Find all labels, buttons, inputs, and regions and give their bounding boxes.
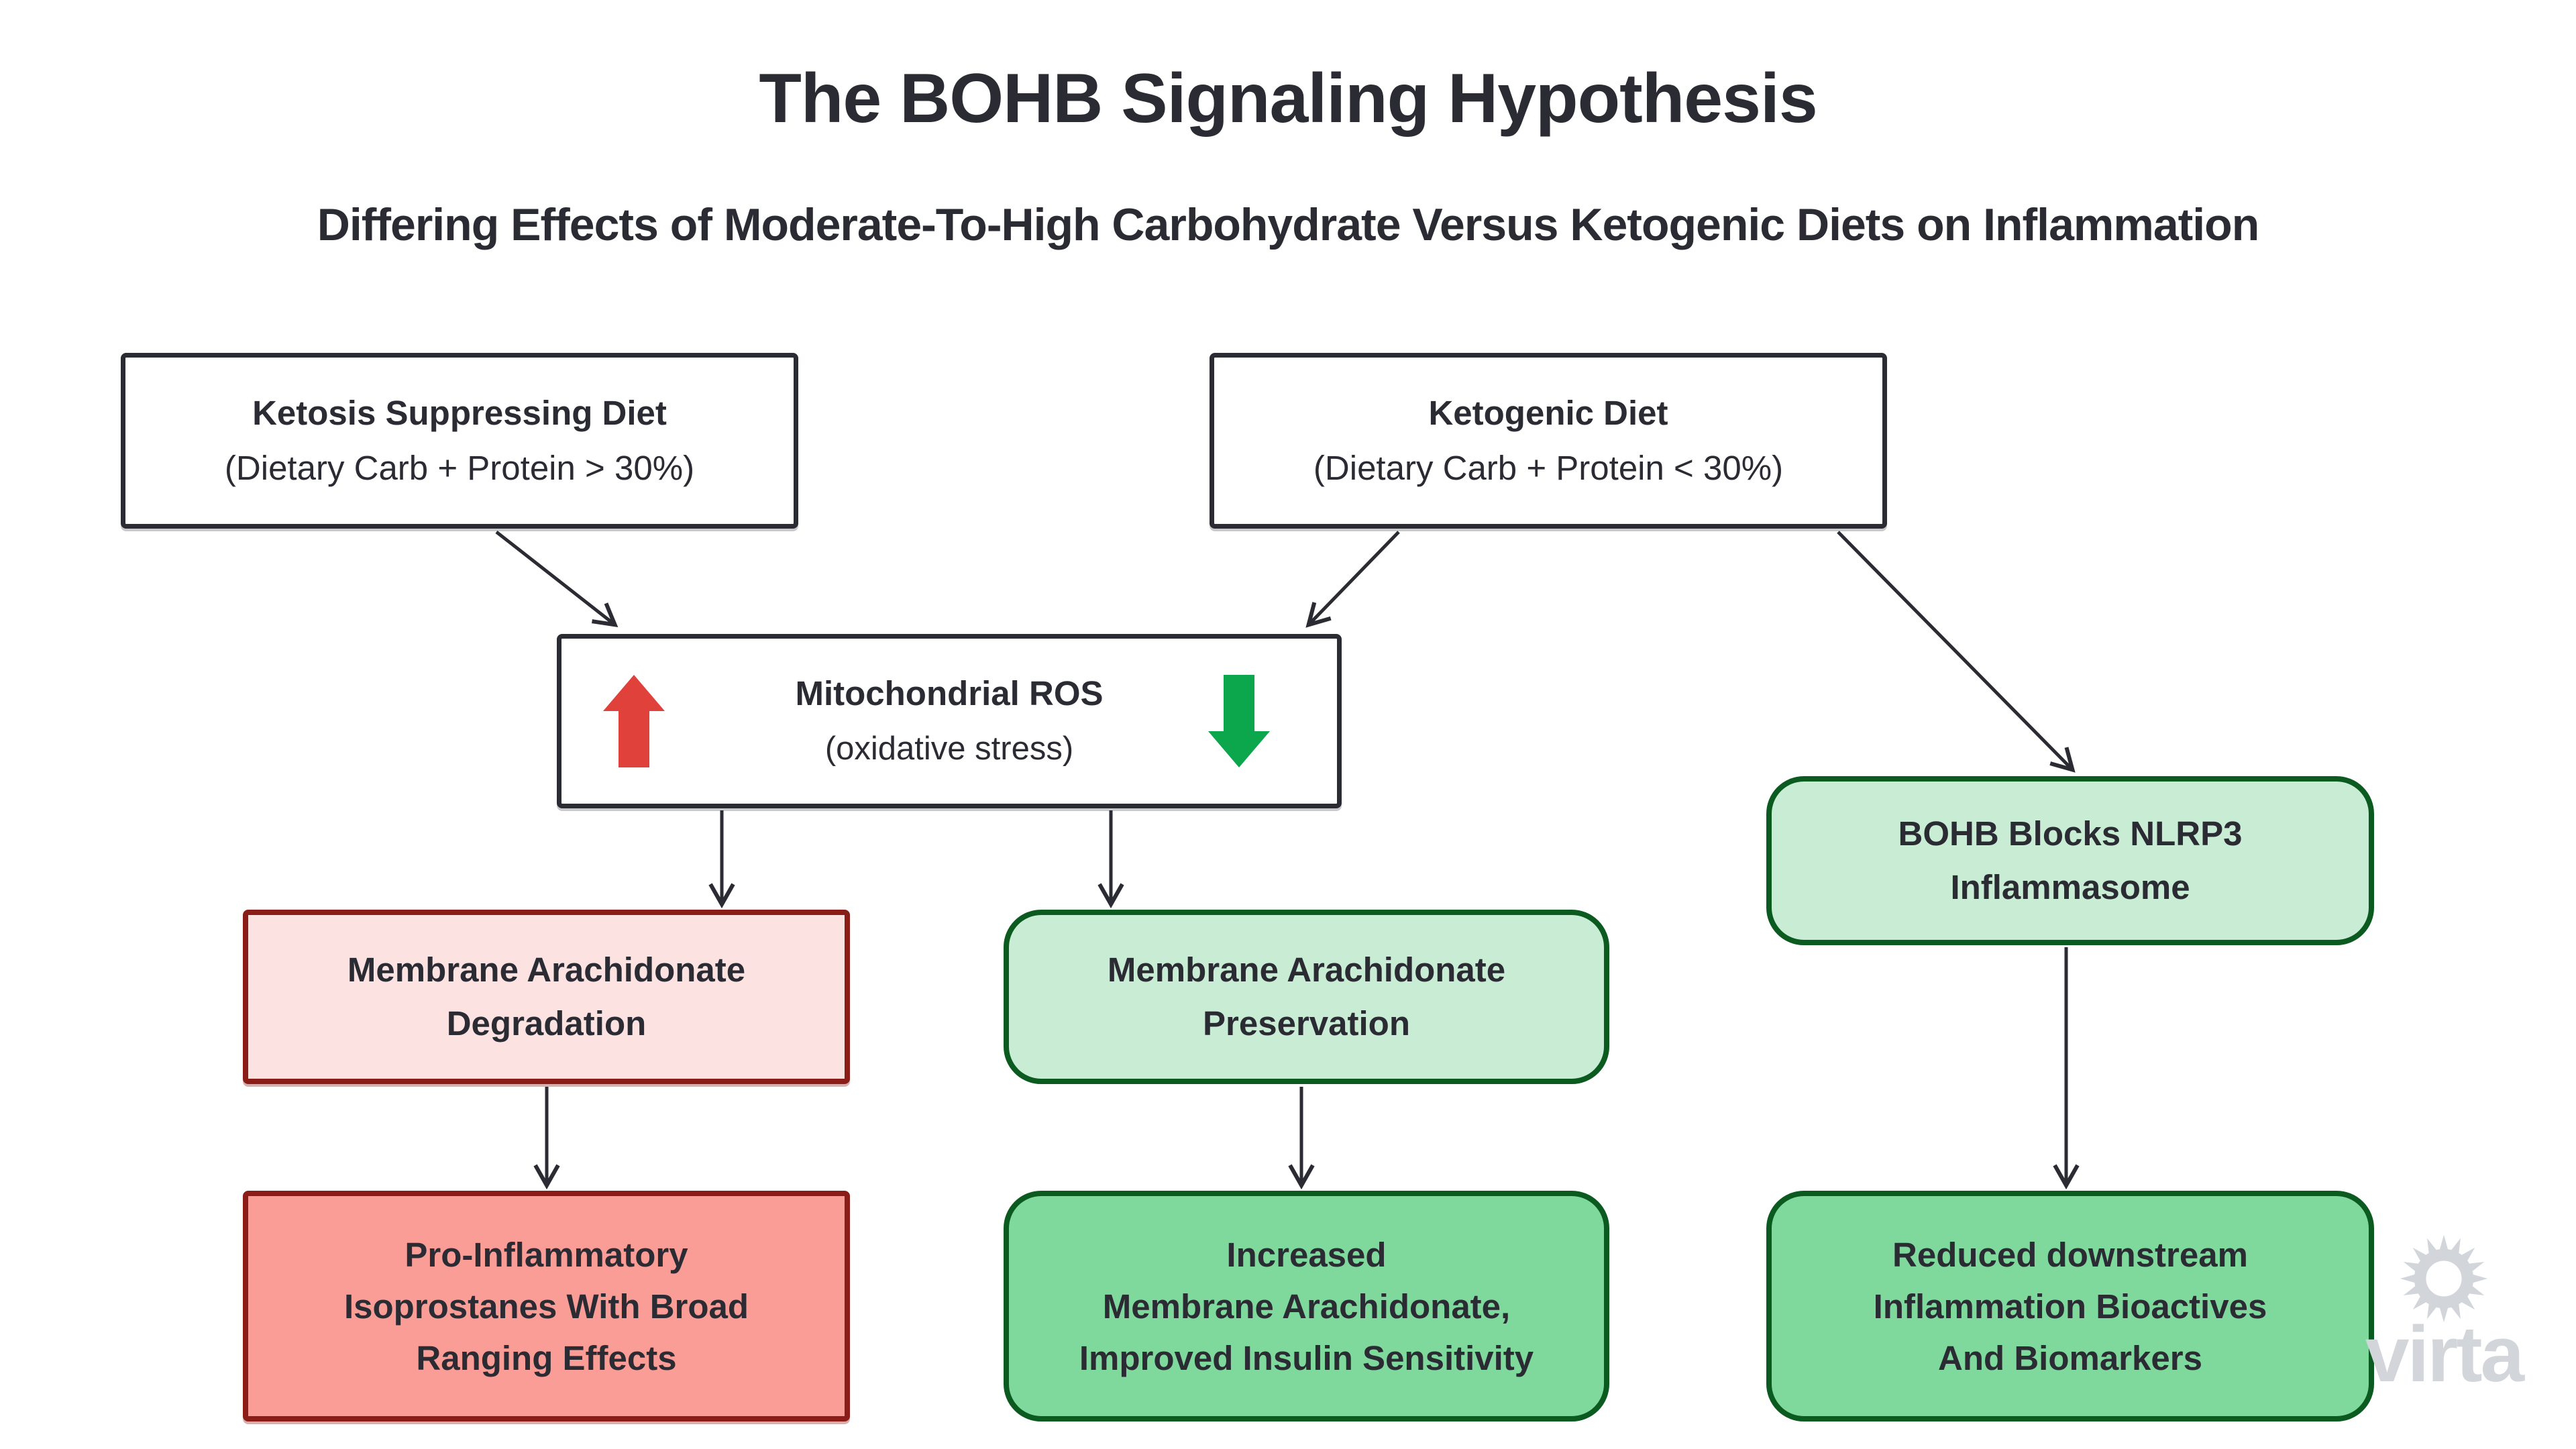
node-ketosis-suppressing-diet: Ketosis Suppressing Diet (Dietary Carb +… <box>121 353 798 529</box>
node-bohb-blocks-nlrp3: BOHB Blocks NLRP3 Inflammasome <box>1766 776 2374 945</box>
node-increased-line1: Increased <box>1226 1235 1387 1274</box>
arrow-ketosis-to-ros <box>495 531 619 627</box>
virta-logo: virta <box>2347 1233 2541 1414</box>
node-bohb-line1: BOHB Blocks NLRP3 <box>1898 814 2243 853</box>
decrease-arrow-icon <box>1208 675 1270 767</box>
node-mitochondrial-ros: Mitochondrial ROS (oxidative stress) <box>557 634 1342 808</box>
node-ketosis-detail: (Dietary Carb + Protein > 30%) <box>224 449 695 487</box>
node-increased-membrane-arachidonate: Increased Membrane Arachidonate, Improve… <box>1004 1191 1609 1421</box>
virta-wordmark: virta <box>2365 1310 2524 1399</box>
node-reduced-downstream-inflammation: Reduced downstream Inflammation Bioactiv… <box>1766 1191 2374 1421</box>
node-degradation-line2: Degradation <box>446 1004 647 1042</box>
node-isoprostanes-line2: Isoprostanes With Broad <box>343 1287 749 1326</box>
node-ketogenic-diet: Ketogenic Diet (Dietary Carb + Protein <… <box>1210 353 1887 529</box>
node-isoprostanes-line1: Pro-Inflammatory <box>405 1235 688 1274</box>
node-increased-line3: Improved Insulin Sensitivity <box>1079 1338 1534 1377</box>
node-ketogenic-title: Ketogenic Diet <box>1428 394 1668 432</box>
node-pro-inflammatory-isoprostanes: Pro-Inflammatory Isoprostanes With Broad… <box>243 1191 850 1421</box>
node-membrane-arachidonate-degradation: Membrane Arachidonate Degradation <box>243 910 850 1084</box>
page-title: The BOHB Signaling Hypothesis <box>759 60 1817 138</box>
node-isoprostanes-line3: Ranging Effects <box>416 1338 677 1377</box>
node-ros-title: Mitochondrial ROS <box>795 674 1104 712</box>
increase-arrow-icon <box>603 675 665 767</box>
sun-icon <box>2400 1234 2488 1323</box>
node-preservation-line2: Preservation <box>1203 1004 1410 1042</box>
node-bohb-line2: Inflammasome <box>1950 868 2190 906</box>
node-membrane-arachidonate-preservation: Membrane Arachidonate Preservation <box>1004 910 1609 1084</box>
node-ros-detail: (oxidative stress) <box>824 731 1074 767</box>
arrow-ketogenic-to-ros <box>1305 531 1400 628</box>
node-reduced-line3: And Biomarkers <box>1938 1338 2202 1377</box>
arrow-ketogenic-to-bohb <box>1837 531 2076 773</box>
node-reduced-line2: Inflammation Bioactives <box>1873 1287 2267 1326</box>
page-subtitle: Differing Effects of Moderate-To-High Ca… <box>317 199 2260 250</box>
node-preservation-line1: Membrane Arachidonate <box>1107 951 1506 989</box>
node-increased-line2: Membrane Arachidonate, <box>1102 1287 1511 1326</box>
node-ketosis-title: Ketosis Suppressing Diet <box>252 394 667 432</box>
node-degradation-line1: Membrane Arachidonate <box>347 951 746 989</box>
node-reduced-line1: Reduced downstream <box>1892 1235 2248 1274</box>
node-ketogenic-detail: (Dietary Carb + Protein < 30%) <box>1313 449 1784 487</box>
